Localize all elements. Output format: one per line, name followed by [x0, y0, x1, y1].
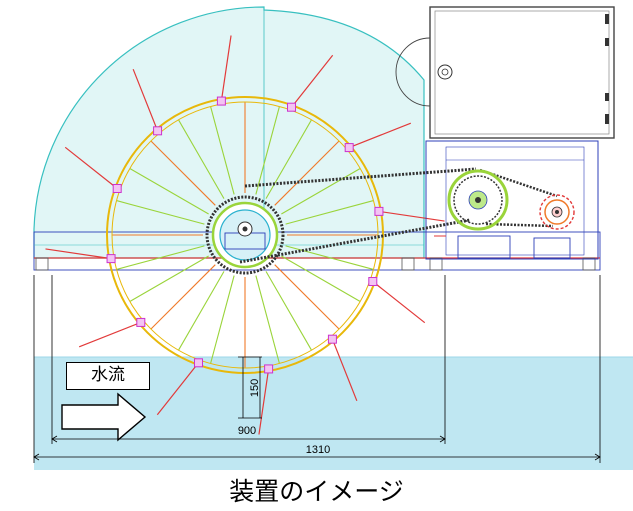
wheel-spoke: [255, 275, 280, 364]
dimension-lines: [33, 275, 601, 463]
paddle-bracket: [368, 277, 378, 287]
paddle-bracket: [193, 358, 203, 368]
wheel-spoke: [178, 119, 225, 199]
wheel-spoke: [274, 140, 340, 206]
wheel-guard: [33, 6, 425, 259]
wheel-outer-rim: [106, 96, 384, 374]
paddle-bracket: [216, 96, 226, 106]
wheel-paddle: [78, 321, 142, 348]
motor-box: [395, 6, 615, 139]
wheel-sprocket: [205, 195, 285, 275]
flow-arrow-icon: [61, 392, 147, 442]
wheel-spoke: [150, 140, 216, 206]
wheel-spoke: [285, 200, 374, 225]
wheel-paddle: [258, 368, 270, 435]
paddle-bracket: [106, 254, 116, 264]
wheel-spoke: [178, 271, 225, 351]
wheel-paddle: [331, 338, 358, 402]
wheel-diameter-dimension: 900: [238, 425, 256, 437]
wheel-paddle: [291, 54, 334, 108]
wheel-spoke: [150, 264, 216, 330]
wheel-paddle: [378, 210, 445, 222]
drive-frame: [425, 140, 599, 260]
paddle-bracket: [264, 364, 274, 374]
total-width-dimension: 1310: [306, 444, 330, 456]
wheel-spoke: [274, 264, 340, 330]
water-wheel: [45, 35, 445, 435]
wheel-spoke: [129, 168, 209, 215]
wheel-spoke: [255, 106, 280, 195]
paddle-bracket: [374, 206, 384, 216]
intermediate-sprocket: [447, 169, 509, 231]
paddle-bracket: [287, 102, 297, 112]
motor-sprocket: [539, 194, 575, 230]
wheel-spoke: [210, 275, 235, 364]
wheel-spoke: [116, 200, 205, 225]
water-flow-label: 水流: [66, 362, 150, 390]
depth-dimension: 150: [249, 379, 261, 397]
hub-axle-center: [242, 226, 248, 232]
figure-caption: 装置のイメージ: [229, 477, 404, 506]
wheel-spoke: [129, 255, 209, 302]
wheel-paddle: [156, 362, 199, 416]
paddle-bracket: [153, 126, 163, 136]
paddle-bracket: [112, 183, 122, 193]
wheel-spoke: [281, 255, 361, 302]
wheel-spoke: [281, 168, 361, 215]
paddle-bracket: [327, 334, 337, 344]
wheel-paddle: [372, 281, 426, 324]
paddle-bracket: [344, 143, 354, 153]
wheel-paddle: [64, 146, 118, 189]
wheel-paddle: [132, 68, 159, 132]
wheel-spoke: [116, 245, 205, 270]
paddle-bracket: [136, 317, 146, 327]
wheel-spoke: [265, 271, 312, 351]
wheel-paddle: [45, 248, 112, 260]
drive-chain: [239, 167, 558, 264]
wheel-paddle: [348, 122, 412, 149]
wheel-paddle: [220, 35, 232, 102]
wheel-spoke: [265, 119, 312, 199]
wheel-spoke: [210, 106, 235, 195]
wheel-inner-rim: [111, 101, 379, 369]
